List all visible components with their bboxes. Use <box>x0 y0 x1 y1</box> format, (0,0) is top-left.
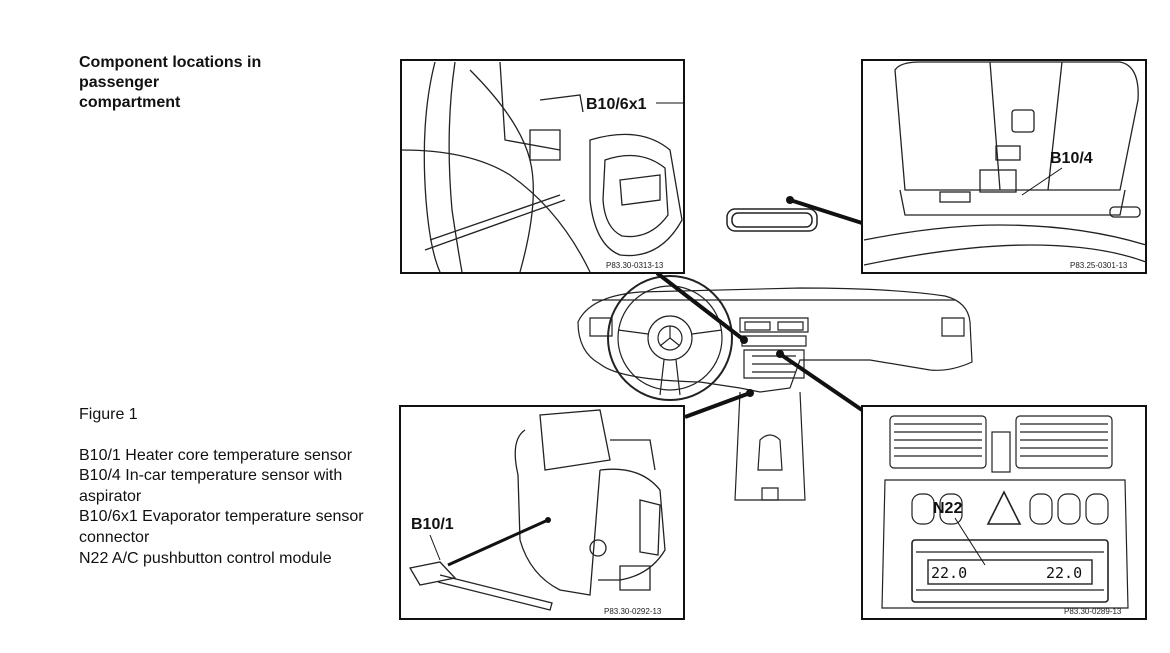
panel-incar-sensor: B10/4 P83.25-0301-13 <box>861 59 1147 274</box>
legend-item-b10-6x1: B10/6x1 Evaporator temperature sensor co… <box>79 508 364 546</box>
panel-heater-core-sensor: B10/1 P83.30-0292-13 <box>399 405 685 620</box>
display-left-temperature: 22.0 <box>931 564 967 582</box>
panel-evaporator-sensor: B10/6x1 P83.30-0313-13 <box>400 59 685 274</box>
title-line-3: compartment <box>79 94 181 111</box>
part-code-heater: P83.30-0292-13 <box>604 607 662 616</box>
dashboard-overview <box>577 275 973 501</box>
panel-ac-control-module: 22.0 22.0 N22 P83.30-0289-13 <box>861 405 1147 620</box>
rearview-mirror <box>726 208 818 232</box>
figure-legend: Figure 1 B10/1 Heater core temperature s… <box>79 405 389 569</box>
part-code-evaporator: P83.30-0313-13 <box>606 261 664 270</box>
leader-dots <box>740 196 794 397</box>
legend-item-b10-4: B10/4 In-car temperature sensor with asp… <box>79 467 343 505</box>
part-code-control: P83.30-0289-13 <box>1064 607 1122 616</box>
label-b10-4: B10/4 <box>1050 150 1093 167</box>
label-n22: N22 <box>933 500 962 517</box>
page-title: Component locations in passenger compart… <box>79 53 319 113</box>
label-b10-6x1: B10/6x1 <box>586 96 647 113</box>
legend-item-b10-1: B10/1 Heater core temperature sensor <box>79 446 353 464</box>
title-line-1: Component locations in <box>79 54 262 71</box>
figure-caption: Figure 1 <box>79 406 138 423</box>
leader-lines <box>655 198 864 419</box>
legend-item-n22: N22 A/C pushbutton control module <box>79 549 332 567</box>
label-b10-1: B10/1 <box>411 516 454 533</box>
part-code-incar: P83.25-0301-13 <box>1070 261 1128 270</box>
display-right-temperature: 22.0 <box>1046 564 1082 582</box>
title-line-2: passenger <box>79 74 160 91</box>
